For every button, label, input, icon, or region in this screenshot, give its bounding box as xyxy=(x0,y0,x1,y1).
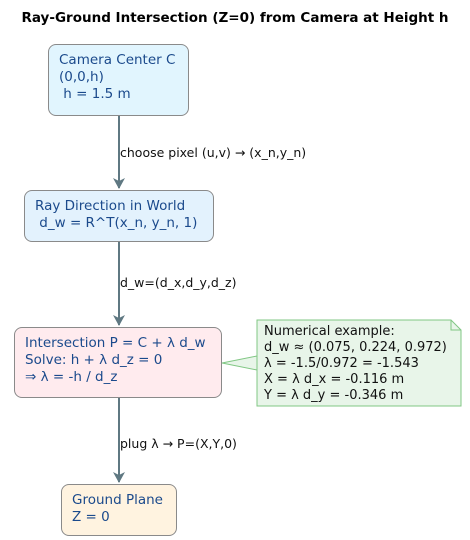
note-fold-corner xyxy=(450,320,461,331)
numerical-example-note-box xyxy=(221,319,462,407)
numerical-example-note-text: Numerical example: d_w ≈ (0.075, 0.224, … xyxy=(264,324,447,403)
ground-plane-node: Ground Plane Z = 0 xyxy=(61,484,177,536)
edge-label-ray-to-intersection: d_w=(d_x,d_y,d_z) xyxy=(120,275,237,290)
edge-label-intersection-to-ground: plug λ → P=(X,Y,0) xyxy=(120,436,237,451)
camera-center-node: Camera Center C (0,0,h) h = 1.5 m xyxy=(48,44,189,116)
diagram-title: Ray-Ground Intersection (Z=0) from Camer… xyxy=(21,10,449,26)
ray-direction-node: Ray Direction in World d_w = R^T(x_n, y_… xyxy=(24,190,214,242)
edge-label-camera-to-ray: choose pixel (u,v) → (x_n,y_n) xyxy=(120,145,307,160)
intersection-node: Intersection P = C + λ d_w Solve: h + λ … xyxy=(14,327,222,398)
